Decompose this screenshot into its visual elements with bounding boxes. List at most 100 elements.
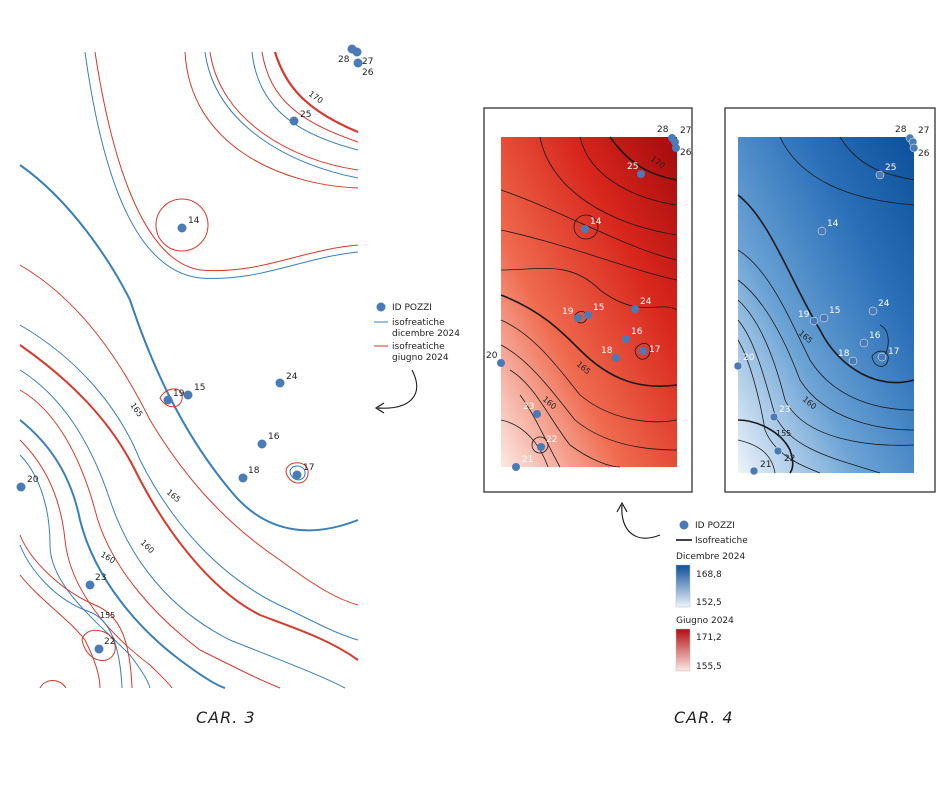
well-marker (533, 410, 541, 418)
well-label: 14 (590, 217, 602, 227)
well-marker (773, 446, 783, 456)
legend-wells-label: ID POZZI (695, 521, 735, 531)
well-marker (512, 463, 520, 471)
well-marker (85, 580, 95, 590)
well-marker (909, 143, 919, 153)
well-label: 27 (680, 126, 691, 136)
well-label: 20 (743, 353, 755, 363)
well-label: 24 (878, 299, 890, 309)
car3-contour-label: 155 (100, 611, 115, 620)
well-label: 22 (104, 637, 115, 647)
well-marker (848, 356, 858, 366)
well-marker (875, 170, 885, 180)
well-marker (353, 58, 363, 68)
well-label: 24 (640, 297, 652, 307)
car3-caption: CAR. 3 (196, 708, 256, 727)
well-label: 25 (300, 110, 311, 120)
legend-jun-label-1: isofreatiche (392, 342, 445, 352)
well-label: 15 (829, 306, 840, 316)
well-marker (352, 47, 362, 57)
well-label: 23 (95, 573, 106, 583)
well-label: 21 (522, 455, 533, 465)
car3-map: 170 165 165 160 160 155 28 27 26 25 14 1… (16, 44, 460, 689)
well-marker (177, 223, 187, 233)
well-label: 15 (593, 303, 604, 313)
car3-contour-label: 170 (307, 89, 325, 105)
well-label: 18 (601, 346, 613, 356)
well-marker (733, 361, 743, 371)
well-marker (809, 316, 819, 326)
well-marker (275, 378, 285, 388)
well-marker (612, 354, 620, 362)
car3-contour-label: 165 (165, 488, 182, 505)
well-marker (622, 335, 630, 343)
well-marker (877, 352, 887, 362)
well-label: 23 (523, 402, 534, 412)
well-label: 22 (546, 435, 557, 445)
legend-jun-title: Giugno 2024 (676, 616, 734, 626)
well-label: 24 (286, 372, 298, 382)
legend-well-symbol (679, 520, 689, 530)
well-label: 15 (194, 383, 205, 393)
legend-jun-max: 171,2 (696, 633, 722, 643)
legend-dec-min: 152,5 (696, 598, 722, 608)
legend-dec-label-2: dicembre 2024 (392, 329, 460, 339)
car4-caption: CAR. 4 (674, 708, 734, 727)
car3-contour-label: 160 (139, 538, 156, 555)
well-marker (238, 473, 248, 483)
legend-jun-ramp (675, 628, 691, 672)
well-label: 28 (338, 55, 350, 65)
well-label: 16 (631, 327, 643, 337)
legend-dec-title: Dicembre 2024 (676, 552, 745, 562)
december-contour-label: 155 (776, 429, 791, 438)
well-marker (639, 347, 647, 355)
well-label: 16 (869, 331, 881, 341)
well-label: 14 (188, 216, 200, 226)
december-raster (738, 137, 914, 473)
well-marker (574, 314, 582, 322)
well-label: 19 (798, 310, 810, 320)
well-marker (537, 443, 545, 451)
well-label: 27 (918, 126, 929, 136)
well-marker (16, 482, 26, 492)
well-marker (819, 313, 829, 323)
legend-dec-max: 168,8 (696, 570, 722, 580)
well-label: 25 (885, 163, 896, 173)
well-marker (672, 144, 680, 152)
car4-maps: 170 165 160 165 160 155 (483, 107, 936, 672)
june-panel-frame (483, 107, 693, 493)
well-marker (257, 439, 267, 449)
december-panel-frame (724, 107, 936, 493)
well-marker (292, 470, 302, 480)
well-label: 17 (888, 347, 899, 357)
legend-dec-label-1: isofreatiche (392, 318, 445, 328)
well-marker (163, 395, 173, 405)
legend-dec-ramp (675, 564, 691, 608)
well-label: 17 (649, 345, 660, 355)
legend-wells-label: ID POZZI (392, 303, 432, 313)
legend-isolines-label: Isofreatiche (695, 536, 748, 546)
well-label: 14 (827, 219, 839, 229)
well-label: 19 (562, 307, 574, 317)
well-label: 18 (248, 466, 260, 476)
june-raster (501, 137, 677, 467)
well-label: 25 (627, 162, 638, 172)
well-marker (769, 412, 779, 422)
well-label: 28 (895, 125, 907, 135)
well-marker (671, 138, 679, 146)
well-label: 20 (27, 475, 39, 485)
arrow-head-icon (616, 501, 628, 513)
well-label: 19 (173, 389, 185, 399)
well-label: 26 (680, 148, 692, 158)
well-marker (637, 170, 645, 178)
well-marker (859, 338, 869, 348)
well-label: 17 (303, 463, 314, 473)
well-label: 26 (918, 149, 930, 159)
well-label: 27 (362, 57, 373, 67)
well-marker (817, 226, 827, 236)
well-marker (581, 225, 589, 233)
well-label: 22 (784, 454, 795, 464)
well-marker (497, 359, 505, 367)
well-label: 20 (486, 351, 498, 361)
arrow-head-icon (374, 402, 385, 414)
